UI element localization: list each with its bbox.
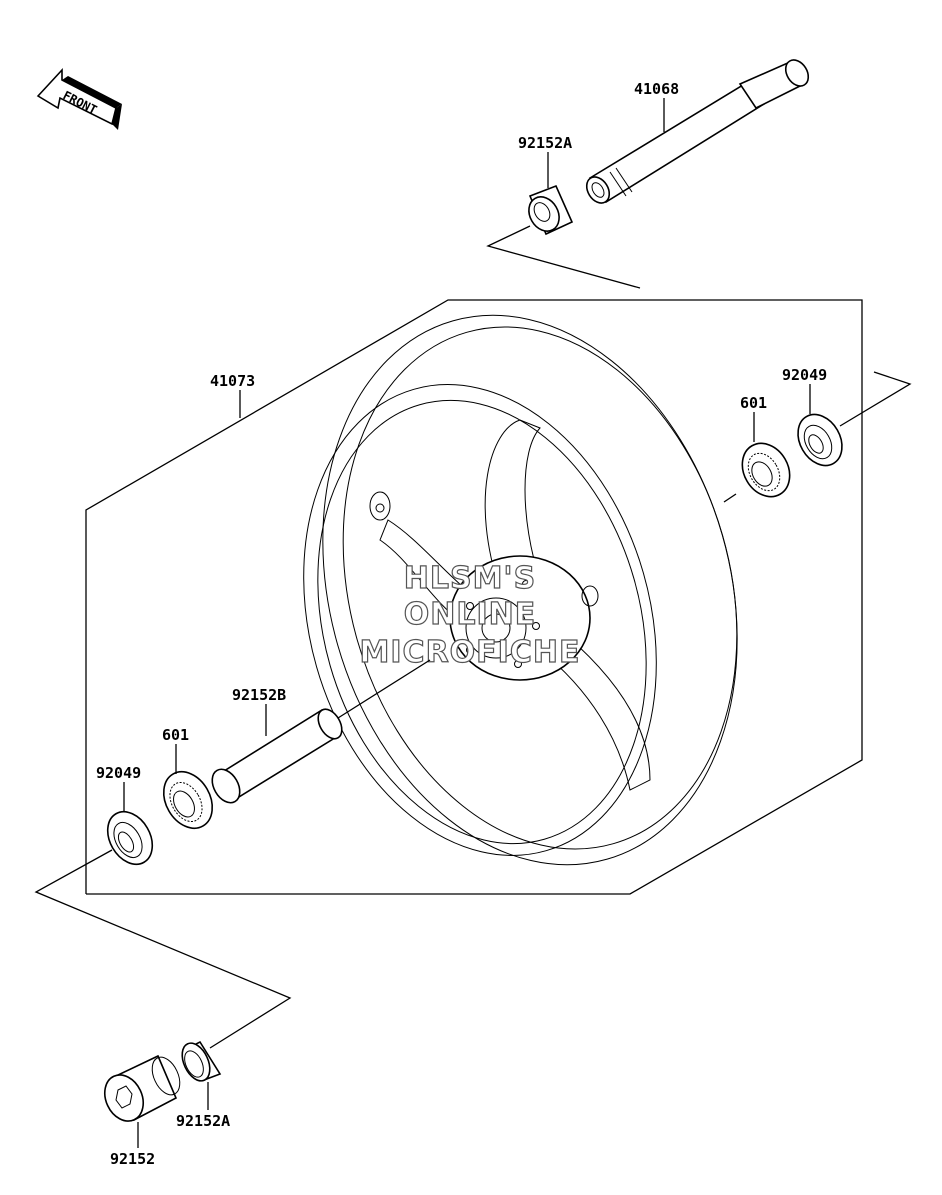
part-label-92152: 92152 bbox=[110, 1150, 155, 1168]
collar-middle-part bbox=[211, 708, 343, 804]
collar-top-part bbox=[528, 184, 574, 236]
part-label-92152B: 92152B bbox=[232, 686, 286, 704]
watermark-line-1: HLSM'S bbox=[404, 561, 536, 596]
bearing-right-part bbox=[741, 442, 791, 498]
bearing-left-part bbox=[162, 770, 214, 830]
part-label-92049-left: 92049 bbox=[96, 764, 141, 782]
front-arrow-icon: FRONT bbox=[36, 67, 122, 130]
watermark-line-2: ONLINE bbox=[404, 597, 537, 632]
seal-left-part bbox=[106, 810, 154, 866]
seal-right-part bbox=[797, 413, 843, 467]
part-label-601-right: 601 bbox=[740, 394, 767, 412]
watermark-line-3: MICROFICHE bbox=[360, 635, 581, 670]
collar-bottom-a-part bbox=[181, 1040, 222, 1082]
part-label-41068: 41068 bbox=[634, 80, 679, 98]
part-label-92152A-top: 92152A bbox=[518, 134, 572, 152]
collar-bottom-part bbox=[103, 1054, 181, 1122]
part-label-601-left: 601 bbox=[162, 726, 189, 744]
watermark: HLSM'S ONLINE MICROFICHE bbox=[359, 560, 581, 670]
part-label-41073: 41073 bbox=[210, 372, 255, 390]
part-label-92049-right: 92049 bbox=[782, 366, 827, 384]
part-label-92152A-bottom: 92152A bbox=[176, 1112, 230, 1130]
wheel-part bbox=[303, 314, 738, 866]
axle-part bbox=[585, 59, 810, 204]
